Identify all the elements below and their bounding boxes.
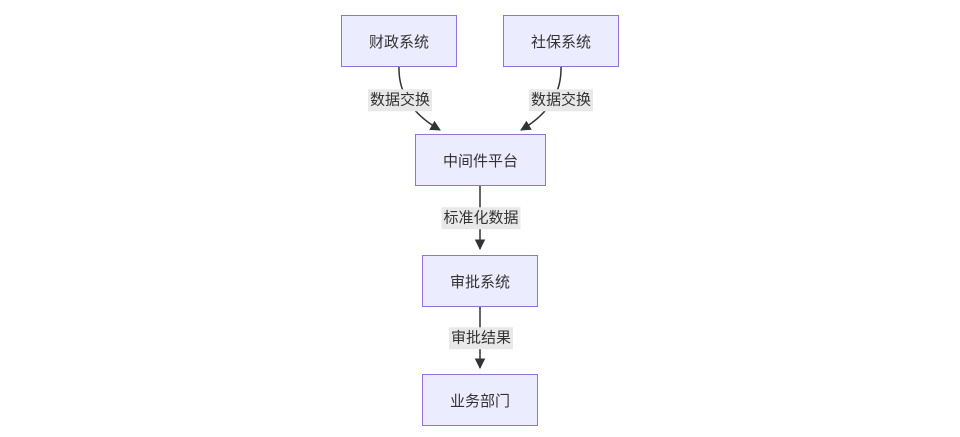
node-finance-system-label: 财政系统 [368, 33, 429, 51]
node-approval-system: 审批系统 [422, 255, 538, 307]
node-social-security-system: 社保系统 [503, 15, 619, 67]
node-finance-system: 财政系统 [341, 15, 457, 67]
edge-label-finance-data-exchange: 数据交换 [367, 89, 433, 111]
edge-label-social-data-exchange: 数据交换 [528, 89, 594, 111]
node-middleware-platform: 中间件平台 [415, 134, 546, 186]
node-approval-system-label: 审批系统 [449, 273, 510, 291]
edge-label-standardized-data: 标准化数据 [441, 207, 521, 229]
node-business-department-label: 业务部门 [449, 392, 510, 410]
node-middleware-platform-label: 中间件平台 [442, 152, 518, 170]
node-business-department: 业务部门 [422, 374, 538, 426]
node-social-security-system-label: 社保系统 [530, 33, 591, 51]
edge-label-approval-result: 审批结果 [448, 327, 514, 349]
